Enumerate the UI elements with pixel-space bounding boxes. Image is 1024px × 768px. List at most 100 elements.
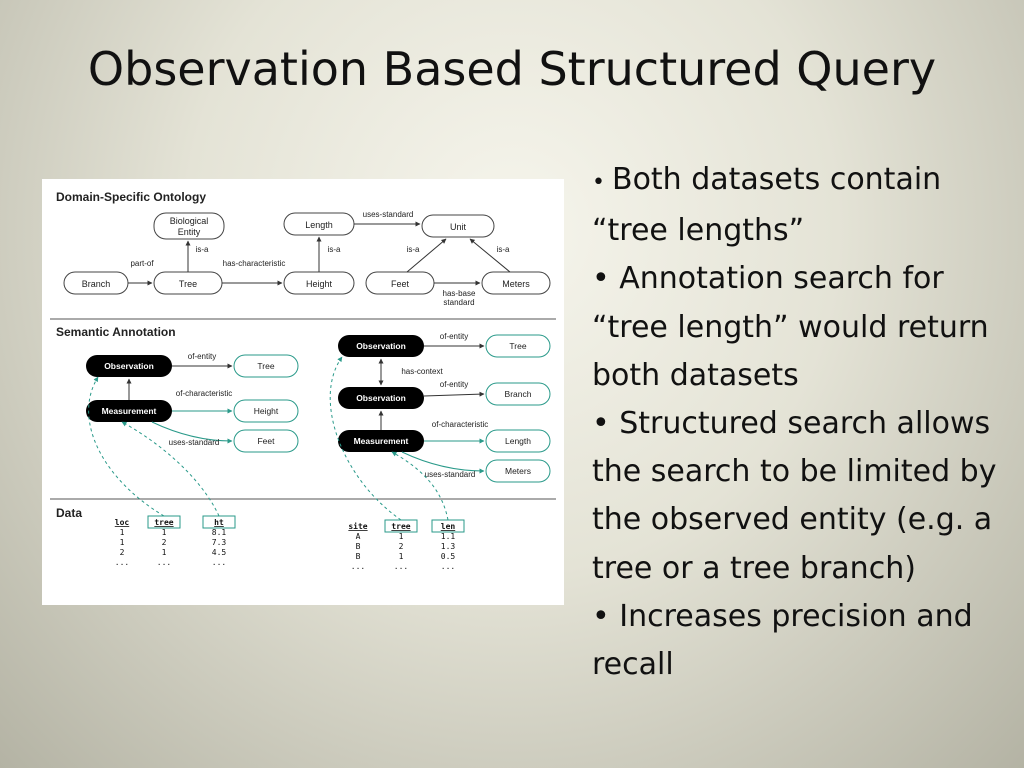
link-left-ht-to-measurement: [121, 421, 220, 517]
data-left-cell: 8.1: [212, 528, 227, 537]
data-left-cell: 1: [162, 548, 167, 557]
data-left-cell: 2: [162, 538, 167, 547]
data-right-cell: 2: [399, 542, 404, 551]
data-left-cell: 1: [120, 528, 125, 537]
data-left-cell: 1: [120, 538, 125, 547]
node-biological-entity-label: Biological: [170, 216, 209, 226]
edge-label: uses-standard: [363, 210, 414, 219]
edge-label: has-characteristic: [223, 259, 286, 268]
node-observation-right-top-label: Observation: [356, 341, 406, 351]
data-right-cell: 1.1: [441, 532, 456, 541]
node-meters: [481, 271, 551, 295]
data-right-cell: 1.3: [441, 542, 456, 551]
data-left-cell: 2: [120, 548, 125, 557]
data-right-cell: ...: [351, 562, 365, 571]
node-meters-label: Meters: [502, 279, 530, 289]
node-biological-entity: [153, 212, 225, 240]
bullet-item: • Annotation search for “tree length” wo…: [592, 261, 989, 393]
node-unit: [421, 214, 495, 238]
node-measurement-left: [86, 400, 172, 422]
edge-of-entity-right-mid: [423, 391, 485, 397]
edge-label: uses-standard: [169, 438, 220, 447]
data-right-cell: B: [356, 542, 361, 551]
data-right-cell: 0.5: [441, 552, 456, 561]
node-height-label: Height: [306, 279, 333, 289]
data-left-header: loc: [115, 518, 130, 527]
data-right-cell: ...: [441, 562, 455, 571]
bullet-text: Both datasets contain “tree lengths”: [592, 162, 942, 249]
node-tree-label: Tree: [179, 279, 197, 289]
data-right-cell: A: [356, 532, 361, 541]
node-height-left-label: Height: [254, 406, 279, 416]
edge-label: is-a: [196, 245, 209, 254]
section-ontology-title: Domain-Specific Ontology: [56, 190, 206, 204]
node-length-right: [485, 429, 551, 453]
node-height-left: [233, 399, 299, 423]
link-left-tree-to-observation: [88, 376, 165, 517]
edge-label: is-a: [497, 245, 510, 254]
data-right-cell: 1: [399, 532, 404, 541]
bullet-dot-icon: •: [592, 170, 612, 195]
node-feet-label: Feet: [391, 279, 410, 289]
node-measurement-right: [338, 430, 424, 452]
link-right-tree-to-observation: [329, 356, 402, 521]
node-length-label: Length: [305, 220, 333, 230]
node-length-right-label: Length: [505, 436, 531, 446]
data-right-cell: 1: [399, 552, 404, 561]
data-left-cell: ...: [115, 558, 129, 567]
edge-uses-standard-left: [151, 421, 233, 444]
edge-isa-unit-right: [469, 238, 511, 273]
node-tree-right-label: Tree: [509, 341, 526, 351]
bullet-text: Increases precision and recall: [592, 598, 973, 683]
data-right-cell: ...: [394, 562, 408, 571]
bullet-list: • Both datasets contain “tree lengths” •…: [592, 156, 1017, 689]
node-meters-right-label: Meters: [505, 466, 531, 476]
edge-uses-standard-right: [401, 451, 485, 474]
data-left-header: tree: [154, 518, 173, 527]
ontology-annotation-figure: Domain-Specific Ontology Semantic Annota…: [42, 179, 564, 605]
link-right-len-to-measurement: [391, 451, 449, 521]
node-observation-left-label: Observation: [104, 361, 154, 371]
edge-label: uses-standard: [425, 470, 476, 479]
data-left-header: ht: [214, 518, 224, 527]
edge-label: of-entity: [188, 352, 216, 361]
edge-label: has-base: [443, 289, 476, 298]
data-right-header: len: [441, 522, 456, 531]
edge-label: part-of: [130, 259, 154, 268]
data-right-cell: B: [356, 552, 361, 561]
node-measurement-right-label: Measurement: [354, 436, 409, 446]
bullet-item: • Increases precision and recall: [592, 598, 973, 683]
section-annotation-title: Semantic Annotation: [56, 325, 176, 339]
node-feet-left: [233, 429, 299, 453]
edge-label: of-characteristic: [432, 420, 488, 429]
data-left-cell: ...: [212, 558, 226, 567]
edge-label: of-entity: [440, 380, 468, 389]
section-data-title: Data: [56, 506, 82, 520]
data-left-cell: 4.5: [212, 548, 227, 557]
node-observation-right-mid-label: Observation: [356, 393, 406, 403]
bullet-item: • Both datasets contain “tree lengths”: [592, 156, 1017, 255]
slide-title: Observation Based Structured Query: [87, 42, 937, 96]
edge-label: is-a: [328, 245, 341, 254]
node-tree-left: [233, 354, 299, 378]
bullet-text: Annotation search for “tree length” woul…: [592, 261, 989, 393]
node-tree-right: [485, 334, 551, 358]
edge-label: has-context: [401, 367, 443, 376]
edge-isa-unit-left: [406, 238, 447, 273]
data-right-header: tree: [391, 522, 410, 531]
bullet-item: • Structured search allows the search to…: [592, 406, 997, 586]
edge-label: of-entity: [440, 332, 468, 341]
node-observation-right-top: [338, 335, 424, 357]
node-observation-right-mid: [338, 387, 424, 409]
node-branch-right: [485, 382, 551, 406]
node-feet-left-label: Feet: [257, 436, 275, 446]
edge-label: standard: [443, 298, 474, 307]
node-meters-right: [485, 459, 551, 483]
edge-label: of-characteristic: [176, 389, 232, 398]
edge-label: is-a: [407, 245, 420, 254]
node-branch-right-label: Branch: [505, 389, 532, 399]
node-branch-label: Branch: [82, 279, 111, 289]
data-left-cell: 7.3: [212, 538, 227, 547]
node-tree-left-label: Tree: [257, 361, 274, 371]
node-biological-entity-label: Entity: [178, 227, 201, 237]
